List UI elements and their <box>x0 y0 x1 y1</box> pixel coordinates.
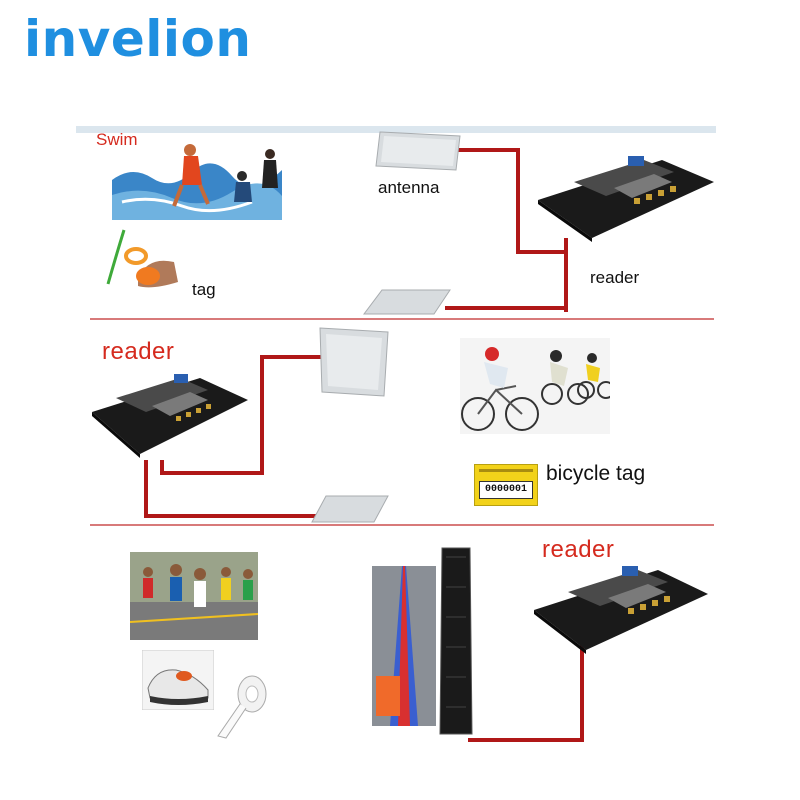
section-divider-1 <box>90 318 714 320</box>
tag-roll-photo <box>217 675 267 739</box>
top-band <box>76 126 716 133</box>
reader-device-3 <box>534 566 708 654</box>
antenna-panel-2 <box>363 289 451 315</box>
wristband-tag-photo <box>106 229 178 288</box>
brand-logo: invelion <box>24 10 252 68</box>
runners-photo <box>130 552 258 640</box>
sticker-header-strip <box>479 469 533 472</box>
floor-mat-antenna <box>439 547 473 735</box>
reader-device-1 <box>538 156 714 242</box>
bicycle-tag-label: bicycle tag <box>546 462 646 485</box>
tag-label: tag <box>192 280 216 299</box>
swim-title: Swim <box>96 130 138 149</box>
reader-label-3: reader <box>542 536 615 563</box>
antenna-label: antenna <box>378 178 440 197</box>
reader-device-2 <box>92 374 248 458</box>
shoe-tag-photo <box>142 650 214 710</box>
antenna-panel-3 <box>319 327 389 397</box>
sticker-number-box: 0000001 <box>479 481 533 499</box>
reader-label-2: reader <box>102 338 175 365</box>
antenna-panel-1 <box>375 131 461 171</box>
cyclists-photo <box>460 338 610 434</box>
reader-label-1: reader <box>590 268 640 287</box>
tag-number: 0000001 <box>484 484 527 495</box>
track-mat-photo <box>372 566 436 726</box>
section-divider-2 <box>90 524 714 526</box>
antenna-panel-4 <box>311 495 389 523</box>
swimmers-photo <box>112 144 282 220</box>
bicycle-tag-sticker: 0000001 <box>474 464 538 506</box>
